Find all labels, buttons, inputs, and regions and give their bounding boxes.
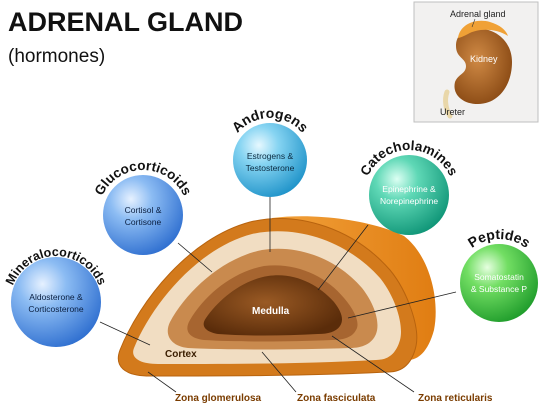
medulla-label: Medulla bbox=[252, 306, 290, 317]
zone-label-reticularis: Zona reticularis bbox=[418, 393, 493, 404]
sphere-glucocorticoids: Cortisol & Cortisone bbox=[103, 175, 183, 255]
sphere-peptides-line2: & Substance P bbox=[471, 284, 528, 294]
kidney-shape bbox=[454, 28, 512, 104]
kidney-inset: Adrenal gland Kidney Ureter bbox=[413, 1, 539, 123]
sphere-catecholamines-line1: Epinephrine & bbox=[382, 184, 436, 194]
inset-adrenal-label: Adrenal gland bbox=[450, 9, 506, 19]
page-subtitle: (hormones) bbox=[8, 46, 105, 67]
zone-label-glomerulosa: Zona glomerulosa bbox=[175, 393, 262, 404]
sphere-mineralocorticoids: Aldosterone & Corticosterone bbox=[11, 257, 101, 347]
page-title: ADRENAL GLAND bbox=[8, 7, 243, 37]
sphere-androgens: Estrogens & Testosterone bbox=[233, 123, 307, 197]
adrenal-cross-section: Medulla Cortex bbox=[118, 216, 436, 377]
sphere-catecholamines-line2: Norepinephrine bbox=[380, 196, 438, 206]
medulla bbox=[203, 275, 342, 336]
cortex-label: Cortex bbox=[165, 349, 197, 360]
inset-ureter-label: Ureter bbox=[440, 107, 465, 117]
sphere-peptides-line1: Somatostatin bbox=[474, 272, 524, 282]
sphere-peptides: Somatostatin & Substance P bbox=[460, 244, 538, 322]
sphere-androgens-line1: Estrogens & bbox=[247, 151, 294, 161]
inset-kidney-label: Kidney bbox=[470, 54, 498, 64]
sphere-glucocorticoids-line1: Cortisol & bbox=[125, 205, 162, 215]
connector-lines bbox=[99, 192, 457, 393]
sphere-mineralocorticoids-line2: Corticosterone bbox=[28, 304, 84, 314]
sphere-androgens-line2: Testosterone bbox=[246, 163, 295, 173]
zone-label-fasciculata: Zona fasciculata bbox=[297, 393, 376, 404]
sphere-glucocorticoids-line2: Cortisone bbox=[125, 217, 162, 227]
sphere-catecholamines: Epinephrine & Norepinephrine bbox=[369, 155, 449, 235]
sphere-mineralocorticoids-line1: Aldosterone & bbox=[29, 292, 83, 302]
adrenal-cap bbox=[458, 20, 508, 38]
